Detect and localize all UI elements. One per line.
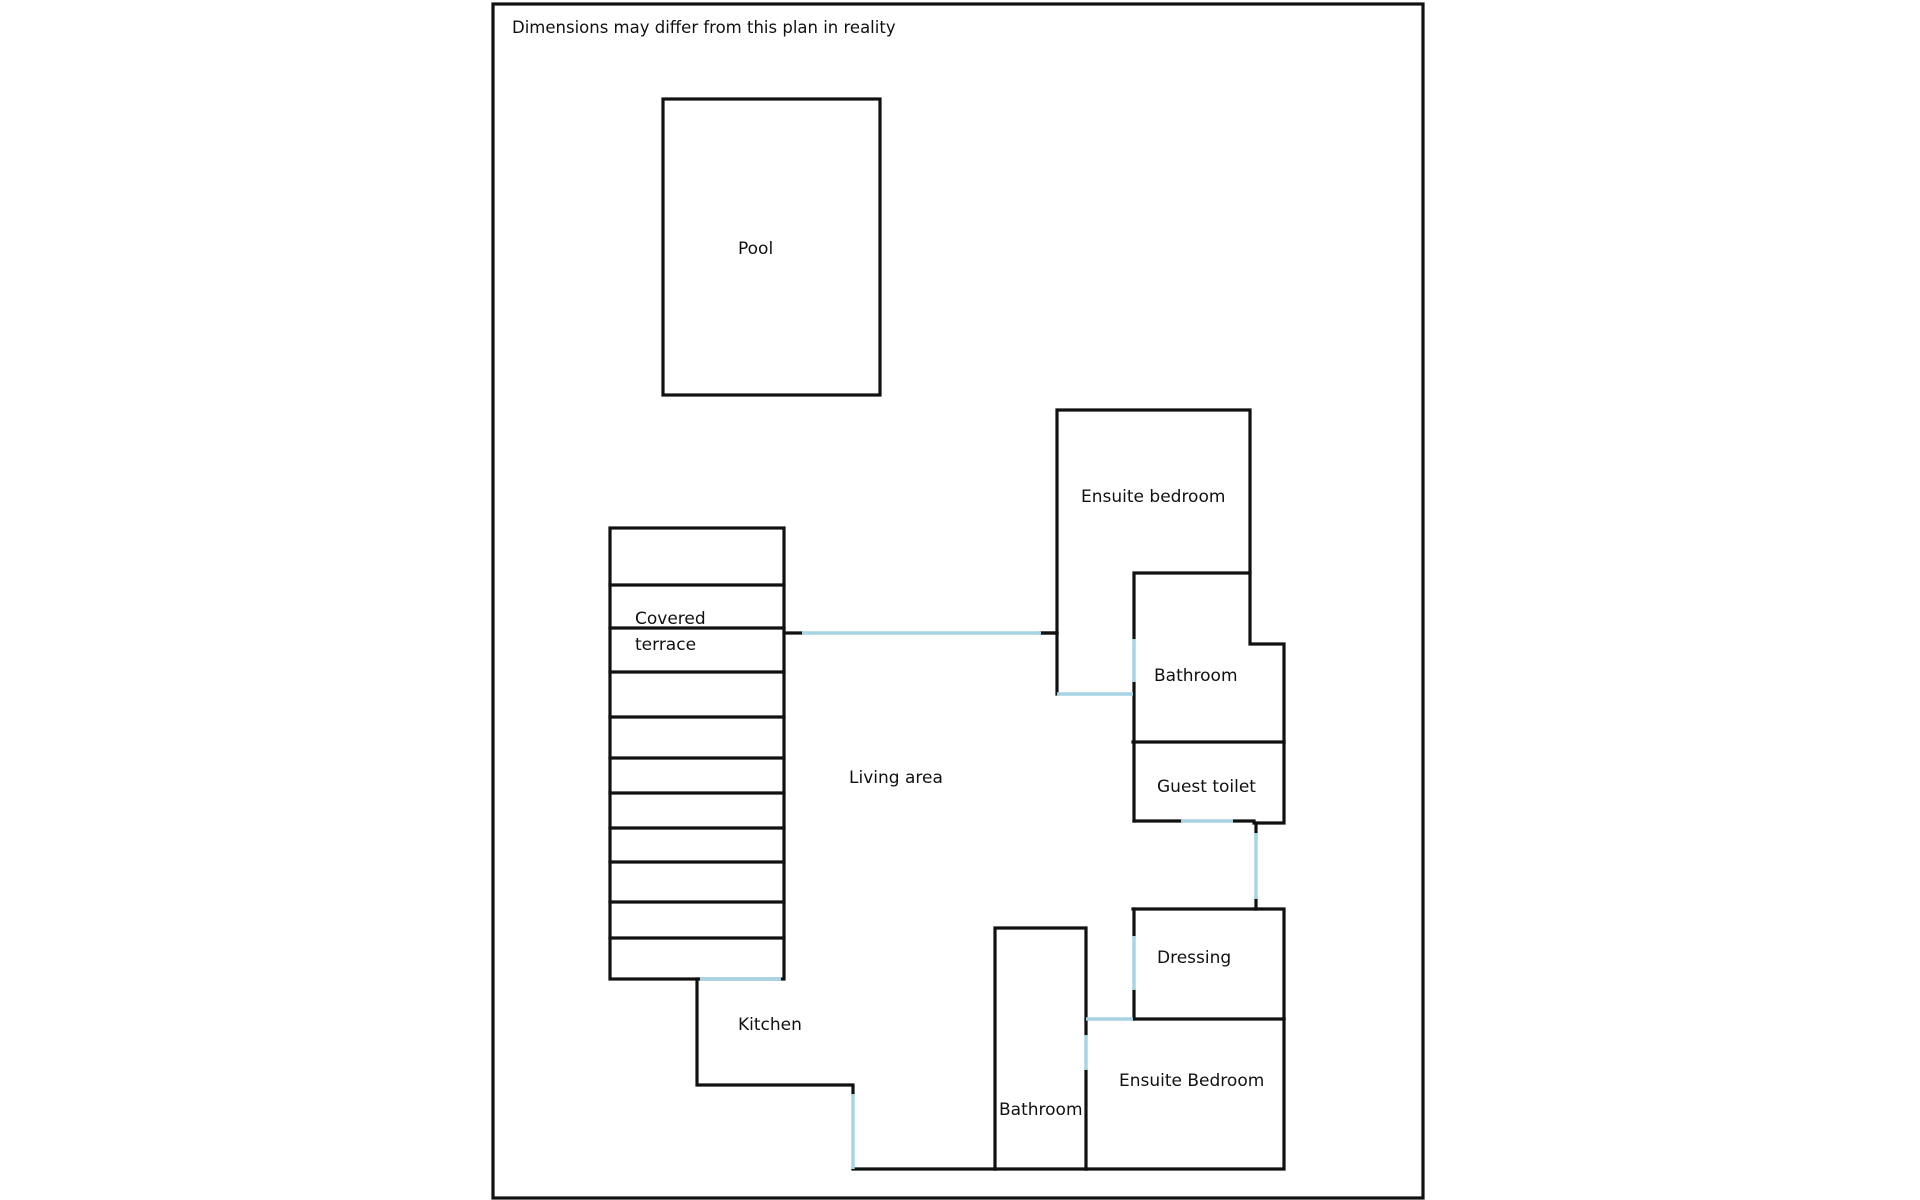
pool-label: Pool	[738, 239, 773, 259]
ensuite-bedroom-top-walls	[1039, 408, 1252, 696]
bathroom-upper-label: Bathroom	[1154, 666, 1238, 686]
living-area-label: Living area	[849, 768, 943, 788]
dressing-walls	[1131, 907, 1286, 1021]
covered-terrace-label-line1: Covered	[635, 609, 706, 629]
bathroom-upper-walls	[1131, 571, 1286, 744]
kitchen-label: Kitchen	[738, 1015, 802, 1035]
dressing-label: Dressing	[1157, 948, 1231, 968]
living-area-walls	[782, 631, 1258, 911]
ensuite-bedroom-bottom-walls	[1084, 1017, 1286, 1171]
kitchen-walls	[695, 977, 997, 1171]
pool-outline	[661, 97, 882, 397]
ensuite-bedroom-bottom-label: Ensuite Bedroom	[1119, 1071, 1264, 1091]
guest-toilet-walls	[1132, 740, 1286, 825]
bathroom-lower-walls	[993, 926, 1088, 1171]
guest-toilet-label: Guest toilet	[1157, 777, 1256, 797]
openings	[700, 631, 1258, 1169]
covered-terrace-label-line2: terrace	[635, 635, 696, 655]
bathroom-lower-label: Bathroom	[999, 1100, 1083, 1120]
ensuite-bedroom-top-label: Ensuite bedroom	[1081, 487, 1225, 507]
plan-note: Dimensions may differ from this plan in …	[512, 18, 896, 37]
plan-frame	[491, 2, 1425, 1200]
covered-terrace-outline	[608, 526, 786, 981]
